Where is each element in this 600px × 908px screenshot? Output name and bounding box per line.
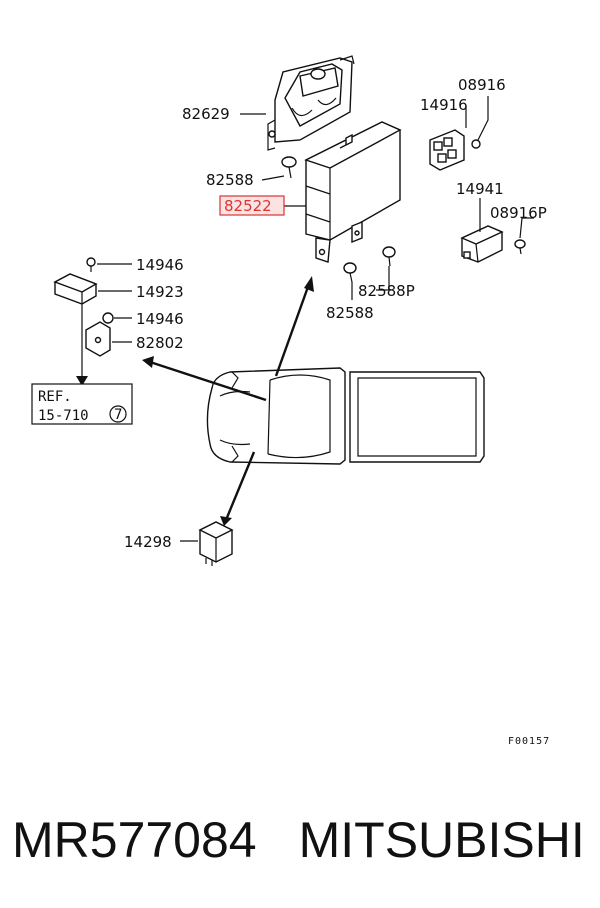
relay-14916 xyxy=(429,129,465,171)
relay-14941 xyxy=(460,225,504,263)
label-14298: 14298 xyxy=(124,533,172,551)
ref-box: REF. 15-710 7 xyxy=(31,383,133,425)
label-82588-top: 82588 xyxy=(206,171,254,189)
label-82629: 82629 xyxy=(182,105,230,123)
parts-diagram: REF. 15-710 7 8262 xyxy=(31,55,550,747)
vehicle-outline xyxy=(206,367,485,465)
ecu-module-82522 xyxy=(304,121,402,263)
label-14941: 14941 xyxy=(456,180,504,198)
ref-line2: 15-710 xyxy=(38,408,89,424)
part-number: MR577084 xyxy=(12,812,257,868)
brand-name: MITSUBISHI xyxy=(298,812,585,868)
footer: MR577084 MITSUBISHI xyxy=(0,790,600,890)
label-14916: 14916 xyxy=(420,96,468,114)
screw-14946-a xyxy=(86,257,96,272)
label-82802: 82802 xyxy=(136,334,184,352)
ref-circled-number: 7 xyxy=(114,407,122,423)
bolt-82588-top xyxy=(281,156,297,179)
label-82522[interactable]: 82522 xyxy=(224,197,272,215)
highlight-82522 xyxy=(219,195,285,216)
screw-08916 xyxy=(471,139,481,149)
label-14923: 14923 xyxy=(136,283,184,301)
label-82588p: 82588P xyxy=(358,282,415,300)
bolt-82588p xyxy=(382,246,396,267)
label-82588-bottom: 82588 xyxy=(326,304,374,322)
label-08916p: 08916P xyxy=(490,204,547,222)
ref-line1: REF. xyxy=(38,389,72,405)
screw-14946-b xyxy=(102,312,114,324)
label-14946-b: 14946 xyxy=(136,310,184,328)
label-08916: 08916 xyxy=(458,76,506,94)
relay-14298 xyxy=(198,521,234,566)
bolt-82588-bottom xyxy=(343,262,357,283)
sensor-14923 xyxy=(53,273,98,305)
figure-code: F00157 xyxy=(508,736,550,747)
bracket-82802 xyxy=(85,321,111,357)
screw-08916p xyxy=(514,239,526,255)
label-14946-a: 14946 xyxy=(136,256,184,274)
bracket-82629 xyxy=(267,55,355,151)
